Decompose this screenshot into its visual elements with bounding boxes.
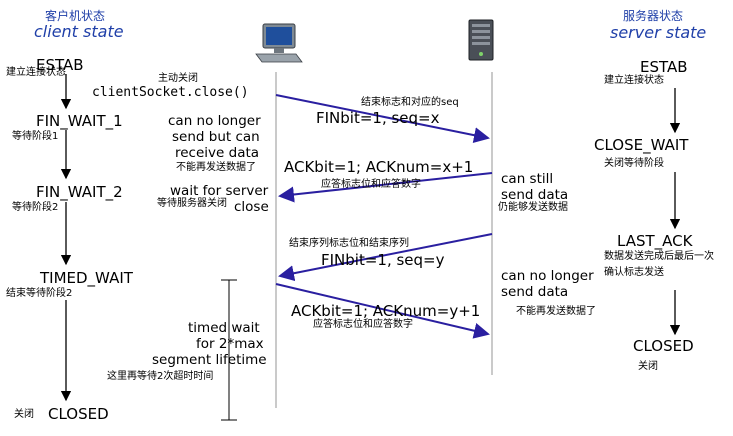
server-note-still-send-1: can still — [501, 171, 554, 187]
server-state-estab-zh: 建立连接状态 — [604, 75, 664, 86]
client-note-wait-server-1: wait for server — [170, 183, 269, 199]
server-state-close-wait: CLOSE_WAIT — [594, 136, 689, 154]
fin2-label-zh: 结束序列标志位和结束序列 — [289, 238, 409, 249]
timed-wait-note-2: for 2*max — [196, 336, 264, 352]
fin2-arrow — [278, 233, 493, 282]
server-state-last-ack: LAST_ACK — [617, 232, 693, 250]
server-state-last-ack-zh-1: 数据发送完成后最后一次 — [604, 251, 714, 262]
fin1-label-zh: 结束标志和对应的seq — [361, 97, 459, 108]
server-state-last-ack-zh-2: 确认标志发送 — [604, 267, 664, 278]
client-state-closed: CLOSED — [48, 405, 109, 423]
server-state-close-wait-zh: 关闭等待阶段 — [604, 158, 664, 169]
client-note-no-longer-send-2: send but can — [172, 129, 260, 145]
fin1-label: FINbit=1, seq=x — [316, 109, 440, 127]
active-close-zh: 主动关闭 — [158, 73, 198, 84]
server-state-estab: ESTAB — [640, 58, 688, 76]
client-note-wait-server-zh: 等待服务器关闭 — [157, 198, 227, 209]
client-state-closed-zh: 关闭 — [14, 409, 34, 420]
client-header: client state — [34, 22, 124, 41]
client-state-fin-wait-2-zh: 等待阶段2 — [12, 202, 59, 213]
server-state-closed-zh: 关闭 — [638, 361, 658, 372]
ack1-label: ACKbit=1; ACKnum=x+1 — [284, 158, 474, 176]
client-state-estab: ESTAB — [36, 56, 84, 74]
server-state-closed: CLOSED — [633, 337, 694, 355]
ack2-arrow — [275, 283, 490, 339]
server-tower-icon — [468, 19, 494, 61]
server-note-still-send-2: send data — [501, 187, 569, 203]
client-note-no-longer-send-1: can no longer — [168, 113, 261, 129]
timed-wait-note-zh: 这里再等待2次超时时间 — [107, 371, 214, 382]
client-state-timed-wait-zh: 结束等待阶段2 — [6, 288, 73, 299]
ack1-label-zh: 应答标志位和应答数字 — [321, 179, 421, 190]
ack2-label-zh: 应答标志位和应答数字 — [313, 319, 413, 330]
server-note-no-longer-zh: 不能再发送数据了 — [516, 306, 596, 317]
server-header-zh: 服务器状态 — [623, 9, 684, 23]
client-note-no-longer-send-3: receive data — [175, 145, 260, 161]
computer-icon — [255, 23, 303, 63]
timed-wait-note-1: timed wait — [188, 320, 260, 336]
server-note-no-longer-1: can no longer — [501, 268, 594, 284]
timed-wait-note-3: segment lifetime — [152, 352, 267, 368]
fin1-arrow — [275, 94, 490, 144]
client-state-fin-wait-2: FIN_WAIT_2 — [36, 183, 123, 201]
client-note-wait-server-2: close — [234, 199, 269, 215]
client-state-fin-wait-1: FIN_WAIT_1 — [36, 112, 123, 130]
client-state-estab-zh: 建立连接状态 — [6, 67, 66, 78]
ack2-label: ACKbit=1; ACKnum=y+1 — [291, 302, 481, 320]
close-call: clientSocket.close() — [92, 85, 249, 100]
client-state-timed-wait: TIMED_WAIT — [40, 269, 133, 287]
client-header-zh: 客户机状态 — [45, 9, 106, 23]
fin2-label: FINbit=1, seq=y — [321, 251, 445, 269]
client-note-no-longer-send-zh: 不能再发送数据了 — [176, 162, 256, 173]
client-state-fin-wait-1-zh: 等待阶段1 — [12, 131, 59, 142]
server-header: server state — [610, 23, 707, 42]
server-note-no-longer-2: send data — [501, 284, 569, 300]
server-note-still-send-zh: 仍能够发送数据 — [498, 202, 568, 213]
ack1-arrow — [278, 172, 493, 203]
